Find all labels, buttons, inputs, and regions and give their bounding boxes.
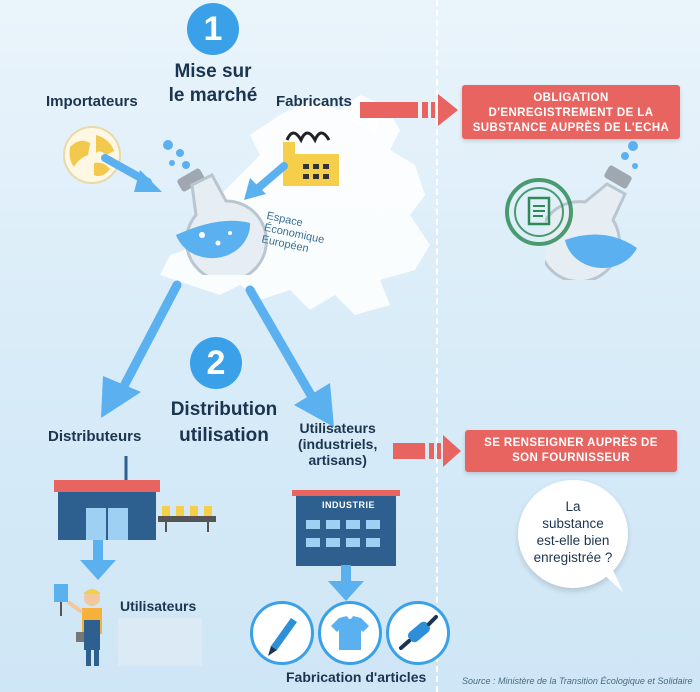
question-line1: La: [565, 499, 581, 514]
utilisateurs-pro-line3: artisans): [308, 452, 367, 468]
obligation-line2: D'ENREGISTREMENT DE LA: [488, 107, 654, 119]
source-credit: Source : Ministère de la Transition Écol…: [462, 676, 693, 686]
warehouse-icon: [54, 456, 160, 540]
flask-icon: [545, 141, 638, 280]
step-2-title: Distribution utilisation: [150, 397, 298, 449]
worker-icon: [54, 584, 102, 666]
utilisateurs-pro-line2: (industriels,: [298, 436, 378, 452]
step-2-badge: 2: [190, 337, 242, 389]
renseigner-line1: SE RENSEIGNER AUPRÈS DE: [484, 437, 658, 449]
step-1-title-line2: le marché: [168, 85, 258, 106]
rolling-pin-circle: [386, 601, 450, 665]
obligation-box: OBLIGATION D'ENREGISTREMENT DE LA SUBSTA…: [462, 85, 680, 139]
arrow-icon: [101, 280, 182, 418]
question-line3: est-elle bien: [536, 533, 610, 548]
globe-icon: [63, 126, 121, 184]
tshirt-icon: [331, 616, 369, 650]
step-2-title-line1: Distribution: [170, 399, 278, 420]
arrow-icon: [80, 540, 116, 580]
fabricants-label: Fabricants: [276, 93, 352, 110]
step-1-title: Mise sur le marché: [148, 60, 278, 108]
tshirt-circle: [318, 601, 382, 665]
section-divider: [436, 0, 438, 692]
question-line2: substance: [542, 516, 604, 531]
arrow-icon: [244, 162, 288, 200]
pen-icon: [268, 618, 297, 656]
utilisateurs-pro-label: Utilisateurs (industriels, artisans): [298, 420, 377, 468]
factory-icon: [283, 131, 339, 186]
flask-icon: [163, 140, 268, 275]
arrow-icon: [245, 285, 334, 427]
renseigner-box: SE RENSEIGNER AUPRÈS DE SON FOURNISSEUR: [465, 430, 677, 472]
registered-stamp-icon: [505, 178, 573, 246]
fabrication-label: Fabrication d'articles: [286, 669, 427, 685]
arrow-icon: [328, 565, 364, 601]
utilisateurs-label: Utilisateurs: [120, 598, 197, 614]
arrow-icon: [360, 94, 458, 126]
importateurs-label: Importateurs: [46, 93, 138, 110]
question-line4: enregistrée ?: [533, 550, 613, 565]
step-2-title-line2: utilisation: [179, 425, 269, 446]
rolling-pin-icon: [399, 615, 438, 650]
pen-circle: [250, 601, 314, 665]
renseigner-line2: SON FOURNISSEUR: [512, 452, 630, 464]
obligation-line3: SUBSTANCE AUPRÈS DE L'ECHA: [472, 122, 670, 134]
step-1-title-line1: Mise sur: [174, 61, 252, 82]
arrow-icon: [393, 435, 461, 467]
arrow-icon: [101, 154, 162, 192]
industrie-sign: INDUSTRIE: [322, 500, 376, 510]
question-bubble: La substance est-elle bien enregistrée ?: [518, 480, 628, 588]
conveyor-icon: [158, 506, 216, 532]
industry-building-icon: [292, 490, 400, 566]
step-1-badge: 1: [187, 3, 239, 55]
obligation-line1: OBLIGATION: [533, 92, 609, 104]
speech-tail-icon: [599, 570, 623, 592]
utilisateurs-panel: [118, 618, 202, 666]
distributeurs-label: Distributeurs: [48, 428, 142, 445]
utilisateurs-pro-line1: Utilisateurs: [299, 420, 376, 436]
